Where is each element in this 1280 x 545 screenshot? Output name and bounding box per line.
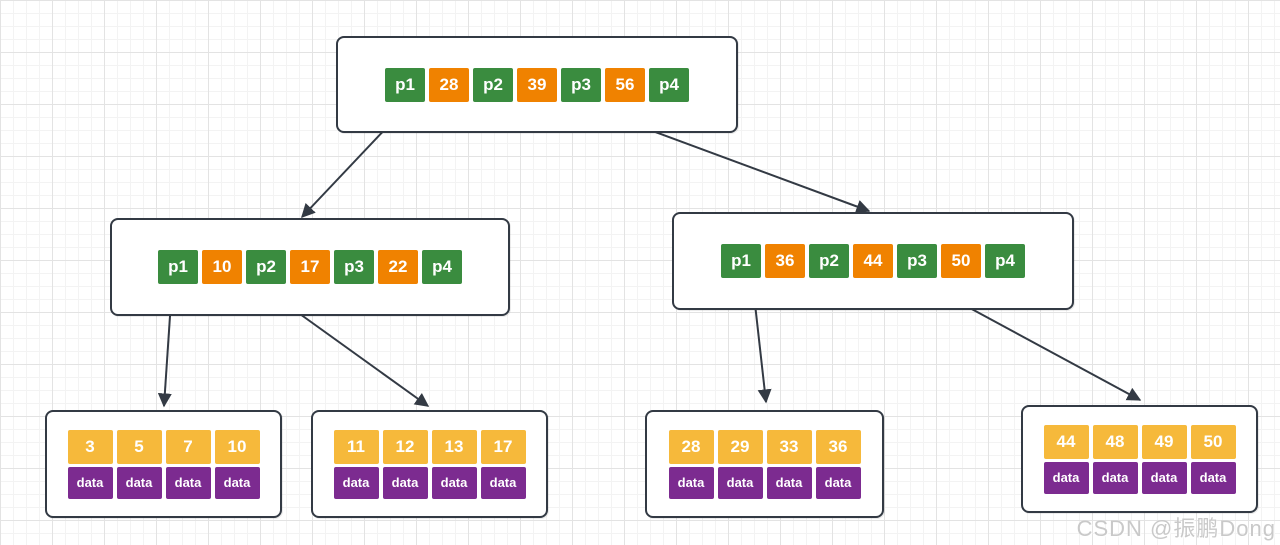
leaf-data-cell: data xyxy=(1190,461,1236,494)
pointer-cell: p4 xyxy=(649,67,689,102)
leaf-key-cell: 3 xyxy=(67,429,113,464)
leaf-key-cell: 44 xyxy=(1043,424,1089,459)
leaf-data-cell: data xyxy=(480,466,526,499)
pointer-cell: p2 xyxy=(246,250,286,284)
leaf-key-cell: 28 xyxy=(668,429,714,464)
leaf-key-cell: 36 xyxy=(815,429,861,464)
key-cell: 39 xyxy=(517,67,557,102)
pointer-cell: p3 xyxy=(561,67,601,102)
leaf-node-2-cells: 11 data 12 data 13 data 17 data xyxy=(333,429,526,499)
leaf-column: 13 data xyxy=(431,429,477,499)
leaf-column: 33 data xyxy=(766,429,812,499)
leaf-column: 3 data xyxy=(67,429,113,499)
key-cell: 36 xyxy=(765,244,805,278)
leaf-node-2: 11 data 12 data 13 data 17 data xyxy=(311,410,548,518)
leaf-column: 10 data xyxy=(214,429,260,499)
pointer-cell: p2 xyxy=(473,67,513,102)
leaf-data-cell: data xyxy=(1043,461,1089,494)
leaf-column: 48 data xyxy=(1092,424,1138,494)
leaf-data-cell: data xyxy=(431,466,477,499)
leaf-column: 36 data xyxy=(815,429,861,499)
pointer-cell: p4 xyxy=(985,244,1025,278)
key-cell: 22 xyxy=(378,250,418,284)
leaf-data-cell: data xyxy=(1092,461,1138,494)
leaf-column: 7 data xyxy=(165,429,211,499)
key-cell: 56 xyxy=(605,67,645,102)
leaf-node-3: 28 data 29 data 33 data 36 data xyxy=(645,410,884,518)
key-cell: 44 xyxy=(853,244,893,278)
leaf-node-1: 3 data 5 data 7 data 10 data xyxy=(45,410,282,518)
leaf-data-cell: data xyxy=(214,466,260,499)
leaf-node-3-cells: 28 data 29 data 33 data 36 data xyxy=(668,429,861,499)
leaf-data-cell: data xyxy=(766,466,812,499)
leaf-key-cell: 13 xyxy=(431,429,477,464)
leaf-column: 44 data xyxy=(1043,424,1089,494)
leaf-column: 29 data xyxy=(717,429,763,499)
node-internal-left: p1 10 p2 17 p3 22 p4 xyxy=(110,218,510,316)
leaf-node-4-cells: 44 data 48 data 49 data 50 data xyxy=(1043,424,1236,494)
pointer-cell: p2 xyxy=(809,244,849,278)
leaf-key-cell: 5 xyxy=(116,429,162,464)
leaf-column: 28 data xyxy=(668,429,714,499)
leaf-key-cell: 11 xyxy=(333,429,379,464)
leaf-key-cell: 10 xyxy=(214,429,260,464)
leaf-key-cell: 49 xyxy=(1141,424,1187,459)
leaf-column: 12 data xyxy=(382,429,428,499)
leaf-data-cell: data xyxy=(668,466,714,499)
leaf-data-cell: data xyxy=(116,466,162,499)
node-root: p1 28 p2 39 p3 56 p4 xyxy=(336,36,738,133)
pointer-cell: p3 xyxy=(897,244,937,278)
leaf-key-cell: 48 xyxy=(1092,424,1138,459)
leaf-data-cell: data xyxy=(717,466,763,499)
leaf-data-cell: data xyxy=(815,466,861,499)
pointer-cell: p1 xyxy=(158,250,198,284)
node-internal-right: p1 36 p2 44 p3 50 p4 xyxy=(672,212,1074,310)
leaf-data-cell: data xyxy=(67,466,113,499)
pointer-cell: p3 xyxy=(334,250,374,284)
pointer-cell: p4 xyxy=(422,250,462,284)
leaf-key-cell: 7 xyxy=(165,429,211,464)
pointer-cell: p1 xyxy=(385,67,425,102)
leaf-data-cell: data xyxy=(165,466,211,499)
node-internal-right-cells: p1 36 p2 44 p3 50 p4 xyxy=(721,244,1025,278)
leaf-data-cell: data xyxy=(333,466,379,499)
leaf-column: 11 data xyxy=(333,429,379,499)
leaf-node-1-cells: 3 data 5 data 7 data 10 data xyxy=(67,429,260,499)
leaf-column: 50 data xyxy=(1190,424,1236,494)
leaf-column: 5 data xyxy=(116,429,162,499)
pointer-cell: p1 xyxy=(721,244,761,278)
key-cell: 28 xyxy=(429,67,469,102)
leaf-column: 17 data xyxy=(480,429,526,499)
leaf-data-cell: data xyxy=(1141,461,1187,494)
key-cell: 50 xyxy=(941,244,981,278)
key-cell: 17 xyxy=(290,250,330,284)
leaf-key-cell: 50 xyxy=(1190,424,1236,459)
leaf-key-cell: 29 xyxy=(717,429,763,464)
watermark: CSDN @振鹏Dong xyxy=(1076,516,1276,541)
leaf-node-4: 44 data 48 data 49 data 50 data xyxy=(1021,405,1258,513)
leaf-key-cell: 17 xyxy=(480,429,526,464)
leaf-column: 49 data xyxy=(1141,424,1187,494)
leaf-key-cell: 12 xyxy=(382,429,428,464)
node-root-cells: p1 28 p2 39 p3 56 p4 xyxy=(385,67,689,102)
leaf-data-cell: data xyxy=(382,466,428,499)
leaf-key-cell: 33 xyxy=(766,429,812,464)
node-internal-left-cells: p1 10 p2 17 p3 22 p4 xyxy=(158,250,462,284)
key-cell: 10 xyxy=(202,250,242,284)
